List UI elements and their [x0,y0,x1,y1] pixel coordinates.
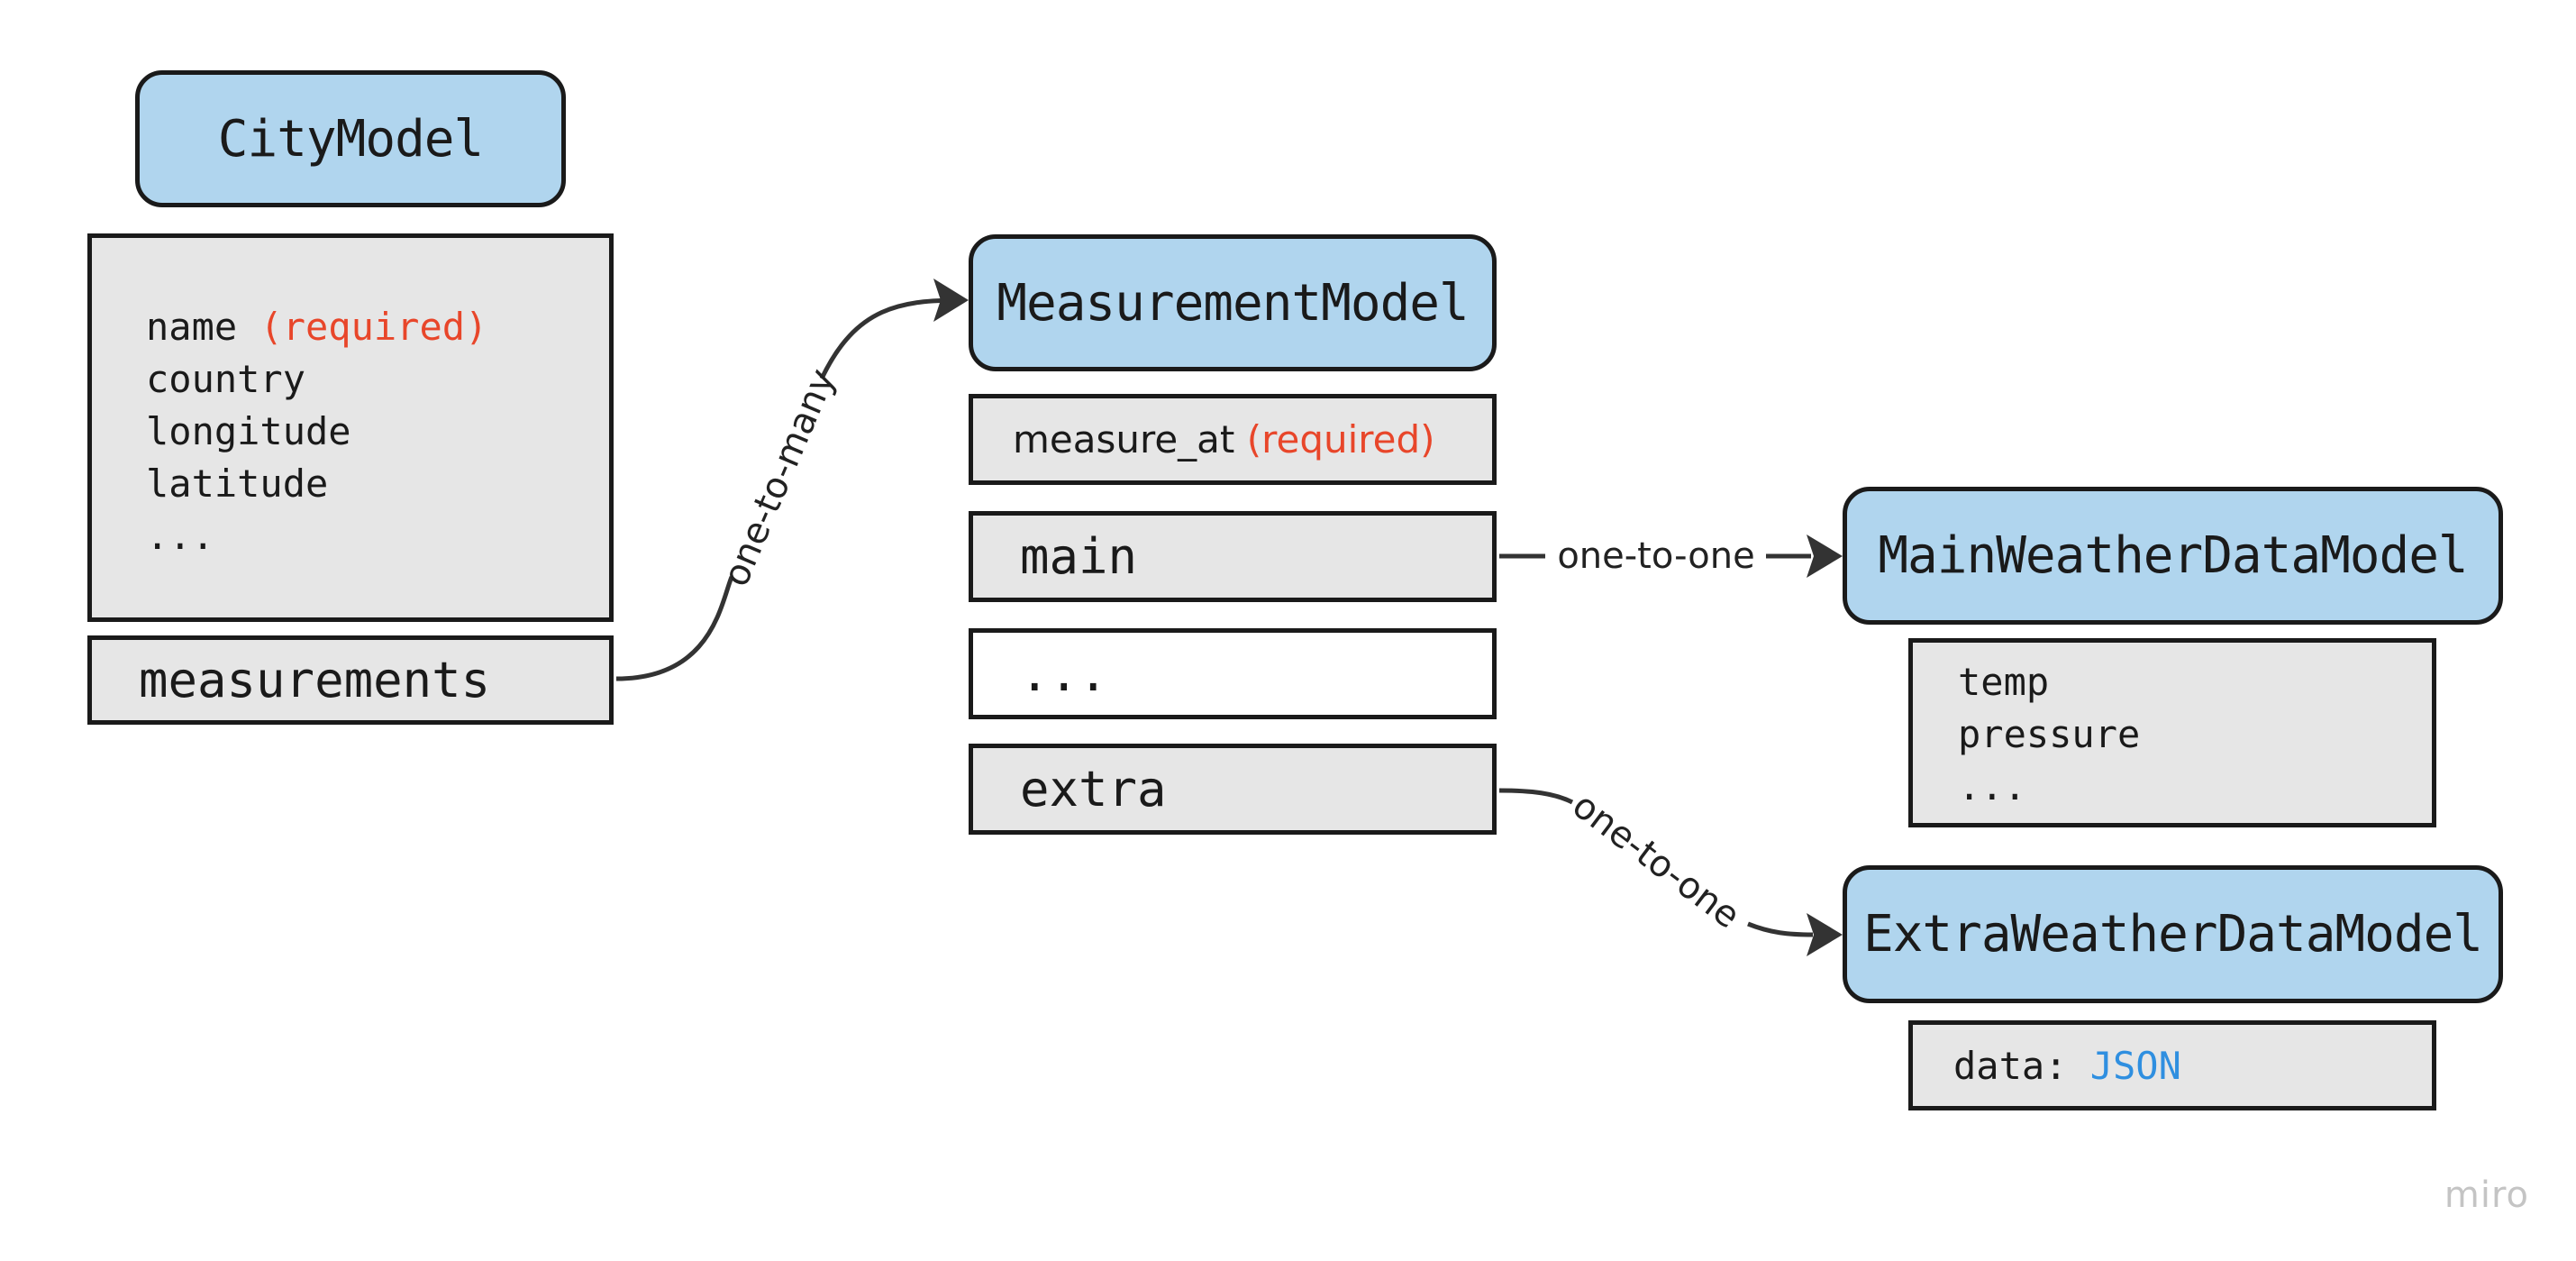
miro-watermark: miro [2444,1174,2529,1216]
main-field: main [969,511,1497,602]
measurement-model-title: MeasurementModel [969,234,1497,371]
one-to-many-label: one-to-many [715,363,844,592]
field-pressure: pressure [1958,712,2141,756]
main-label: main [1020,528,1138,585]
extra-relation-label: one-to-one [1565,785,1748,937]
arrowhead [933,279,969,322]
measurement-ellipsis-field: ... [969,628,1497,719]
measure-at-field: measure_at (required) [969,394,1497,485]
extra-connector-head [1747,921,1814,937]
field-name: name [146,305,238,349]
measurements-label: measurements [139,652,491,708]
city-model-title-text: CityModel [217,109,484,169]
arrowhead [1807,535,1843,578]
required-note: (required) [1246,417,1435,461]
city-model-fields: name (required) country longitude latitu… [87,233,614,622]
data-label: data: [1953,1043,2068,1088]
main-relation-label: one-to-one [1557,535,1754,577]
extra-connector [1498,788,1574,805]
main-weather-model-title: MainWeatherDataModel [1843,487,2503,625]
extra-weather-model-title: ExtraWeatherDataModel [1843,865,2503,1003]
field-name-line: name (required) [146,301,609,353]
main-weather-fields: temp pressure ... [1908,638,2436,827]
measurements-field: measurements [87,635,614,725]
arrowhead [1807,913,1843,956]
field-temp: temp [1958,660,2050,704]
extra-weather-data-field: data: JSON [1908,1020,2436,1110]
required-note: (required) [259,305,488,349]
extra-weather-model-title-text: ExtraWeatherDataModel [1862,905,2483,964]
measure-at-label: measure_at [1013,417,1235,461]
city-model-title: CityModel [135,70,566,207]
measurement-ellipsis: ... [1020,645,1108,702]
field-ellipsis: ... [146,514,214,558]
json-type: JSON [2089,1043,2181,1088]
field-country: country [146,357,306,401]
field-ellipsis: ... [1958,764,2026,809]
one-to-many-connector [615,576,734,681]
main-weather-model-title-text: MainWeatherDataModel [1878,526,2468,585]
measurement-model-title-text: MeasurementModel [997,273,1469,333]
extra-label: extra [1020,761,1167,818]
field-longitude: longitude [146,409,351,453]
field-latitude: latitude [146,461,329,506]
extra-field: extra [969,744,1497,835]
